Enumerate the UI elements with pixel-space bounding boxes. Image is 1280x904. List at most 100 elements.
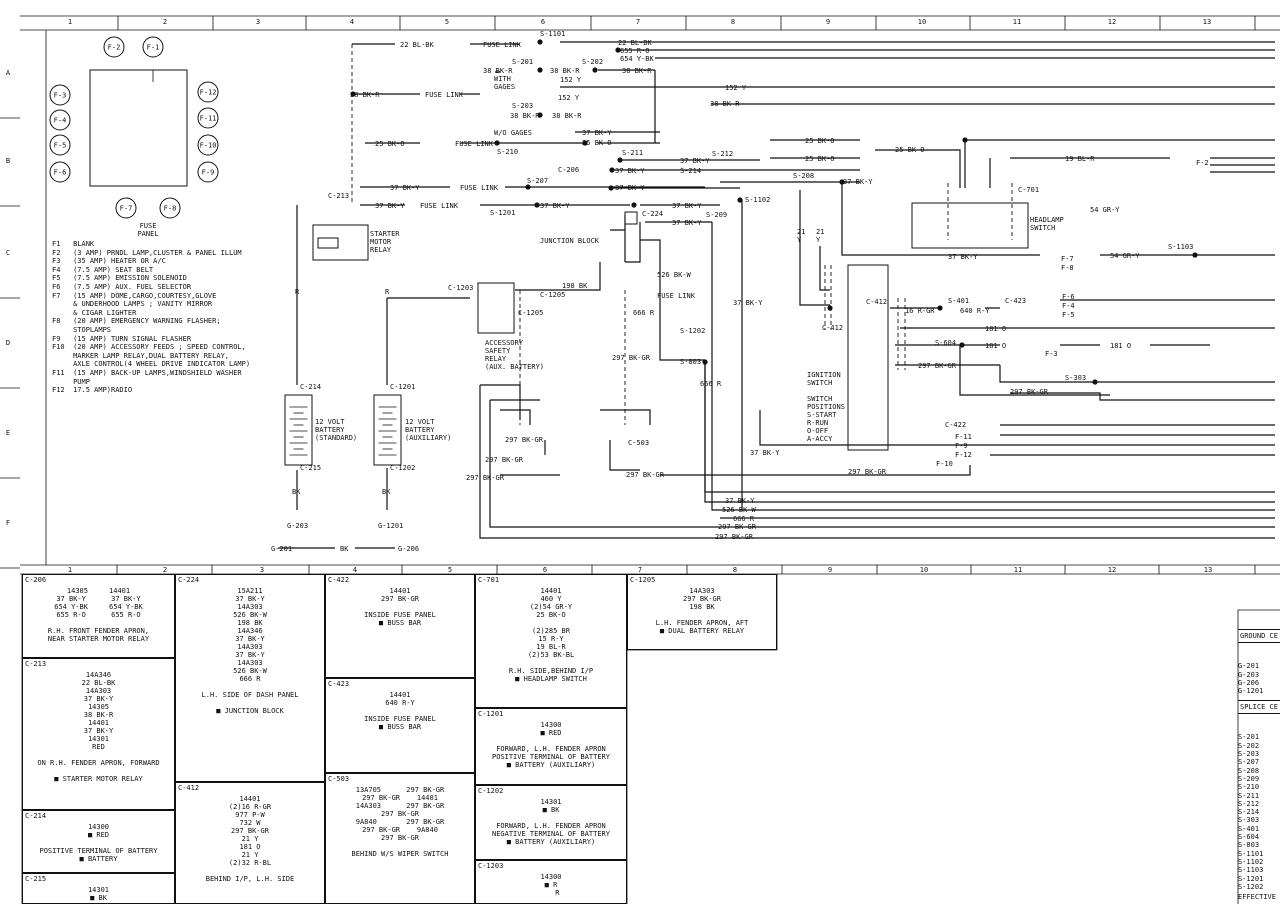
splice-dot [608,185,614,191]
fuse-f-6-label: F-6 [54,169,67,177]
splice-dot [350,91,356,97]
label-f5: F-5 [1062,311,1075,319]
splice-item: S-208 [1238,766,1260,775]
splice-dot [962,137,968,143]
fuse-f-11-label: F-11 [200,115,217,123]
grid-row-D: D [6,339,10,347]
label-w-152y: 152 Y [558,94,580,102]
label-w-19blr: 19 BL-R [1065,155,1095,163]
label-fuselink: FUSE LINK [455,140,494,148]
label-acc-relay: RELAY [485,355,507,363]
legend-line: AXLE CONTROL(4 WHEEL DRIVE INDICATOR LAM… [52,360,251,369]
legend-line: F1 BLANK [52,240,95,248]
connector-body: 14401 297 BK-GR INSIDE FUSE PANEL ■ BUSS… [364,587,436,627]
label-batt-std: (STANDARD) [315,434,357,442]
label-batt-aux: 12 VOLT [405,418,435,426]
label-c423: C-423 [1005,297,1026,305]
connector-body: 14A346 22 BL-BK 14A303 37 BK-Y 14305 38 … [37,671,160,783]
connector-id: C-1202 [478,787,504,795]
label-f4: F-4 [1062,302,1075,310]
label-w-21y: Y [797,236,802,244]
label-s202: S-202 [582,58,603,66]
label-s1102: S-1102 [745,196,770,204]
grid-col-mid-13: 13 [1204,566,1212,574]
connector-id: C-503 [328,775,350,783]
grid-col-2: 2 [163,18,167,26]
label-c1205: C-1205 [540,291,565,299]
label-c215: C-215 [300,464,321,472]
fuse-f-2-circle [103,36,125,58]
connector-body: 13A705 297 BK-GR 297 BK-GR 14401 14A303 … [351,786,449,858]
splice-dot [702,359,708,365]
splice-dot [534,202,540,208]
label-f8: F-8 [1061,264,1074,272]
splice-item: S-1103 [1238,866,1264,875]
grid-col-mid-1: 1 [68,566,72,574]
connector-id: C-206 [25,576,47,584]
label-w-152y: 152 Y [560,76,582,84]
label-s1201: S-1201 [490,209,515,217]
label-s604: S-604 [935,339,956,347]
label-fuselink: FUSE LINK [657,292,696,300]
legend-line: F6 (7.5 AMP) AUX. FUEL SELECTOR [52,282,192,291]
fuse-f-4-circle [49,109,71,131]
label-bk: BK [382,488,391,496]
label-s303: S-303 [1065,374,1086,382]
connector-id: C-412 [178,784,200,792]
label-w-655rd: 655 R-O [620,47,650,55]
connector-id: C-224 [178,576,200,584]
label-c422: C-422 [945,421,966,429]
grid-col-mid-11: 11 [1014,566,1022,574]
splice-dot [494,140,500,146]
label-w-654ybk: 654 Y-BK [620,55,655,63]
label-ign: A-ACCY [807,435,833,443]
label-ign: O-OFF [807,427,828,435]
label-s209: S-209 [706,211,727,219]
ground-item: G-203 [1238,670,1260,679]
grid-col-6: 6 [541,18,545,26]
fuse-f-9-circle [197,161,219,183]
label-ign: R-RUN [807,419,828,427]
label-c412: C-412 [866,298,887,306]
label-s401: S-401 [948,297,969,305]
grid-col-10: 10 [918,18,926,26]
label-fuselink: FUSE LINK [483,41,522,49]
label-with-gages: GAGES [494,83,515,91]
legend-line: F3 (35 AMP) HEATER OR A/C [52,257,166,266]
fuse-f-8-label: F-8 [164,205,177,213]
grid-col-mid-9: 9 [828,566,832,574]
connector-id: C-1205 [630,576,656,584]
legend-line: PUMP [52,377,90,386]
grid-col-4: 4 [350,18,354,26]
splice-dot [631,202,637,208]
grid-row-C: C [6,249,10,257]
label-w-37bky: 37 BK-Y [390,184,420,192]
legend-line: F2 (3 AMP) PRNDL LAMP,CLUSTER & PANEL IL… [52,248,242,257]
label-s201: S-201 [512,58,533,66]
grid-col-mid-6: 6 [543,566,547,574]
splice-item: S-214 [1238,808,1260,817]
splice-dot [1092,379,1098,385]
splice-item: S-1102 [1238,857,1264,866]
label-w-37bky: 37 BK-Y [750,449,780,457]
label-acc-relay: ACCESSORY [485,339,524,347]
label-w-297bkgr: 297 BK-GR [466,474,505,482]
connector-id: C-701 [478,576,500,584]
fuse-panel-title: PANEL [137,230,158,238]
grid-col-mid-3: 3 [260,566,264,574]
label-fuselink: FUSE LINK [460,184,499,192]
fuse-f-1-circle [142,36,164,58]
label-batt-std: 12 VOLT [315,418,345,426]
fuse-f-10-label: F-10 [200,142,217,150]
connector-body: 14305 14401 37 BK-Y 37 BK-Y 654 Y-BK 654… [47,587,150,643]
label-w-181o: 181 O [1110,342,1131,350]
grid-col-mid-7: 7 [638,566,642,574]
